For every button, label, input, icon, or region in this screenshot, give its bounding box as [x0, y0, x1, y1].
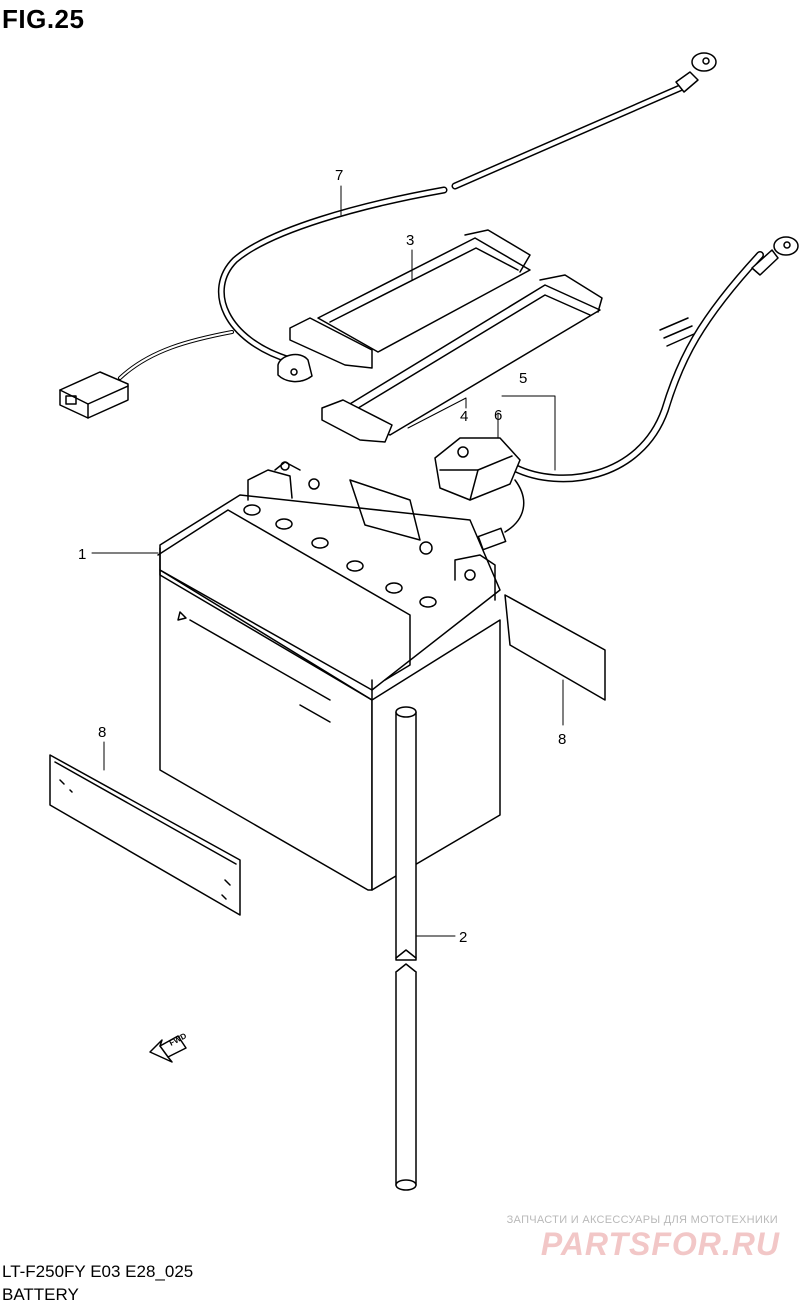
- callout-7: 7: [335, 167, 343, 184]
- battery-part-1: [157, 461, 501, 891]
- footer-model-code: LT-F250FY E03 E28_025: [2, 1262, 194, 1281]
- pad-part-8-right: [504, 594, 606, 701]
- positive-cable-part-5: [477, 236, 799, 551]
- callout-leaders: [91, 185, 564, 937]
- callout-2: 2: [459, 929, 467, 946]
- fwd-arrow-icon: [149, 1035, 187, 1063]
- callout-5: 5: [519, 370, 527, 387]
- battery-strap-part-4: [321, 274, 603, 443]
- callout-8-right: 8: [558, 731, 566, 748]
- breather-hose-part-2: [395, 706, 417, 1191]
- callout-1: 1: [78, 546, 86, 563]
- battery-strap-part-3: [289, 229, 531, 369]
- figure-title: FIG.25: [2, 4, 85, 34]
- callout-6: 6: [494, 407, 502, 424]
- pad-part-8-left: [49, 754, 241, 916]
- watermark-logo: PARTSFOR.RU: [540, 1226, 780, 1262]
- negative-cable-part-7: [59, 52, 717, 419]
- callout-4: 4: [460, 408, 468, 425]
- watermark-tagline: ЗАПЧАСТИ И АКСЕССУАРЫ ДЛЯ МОТОТЕХНИКИ: [506, 1214, 778, 1226]
- callout-8-left: 8: [98, 724, 106, 741]
- footer-section-name: BATTERY: [2, 1285, 79, 1304]
- terminal-cover-part-6: [434, 437, 521, 501]
- callout-3: 3: [406, 232, 414, 249]
